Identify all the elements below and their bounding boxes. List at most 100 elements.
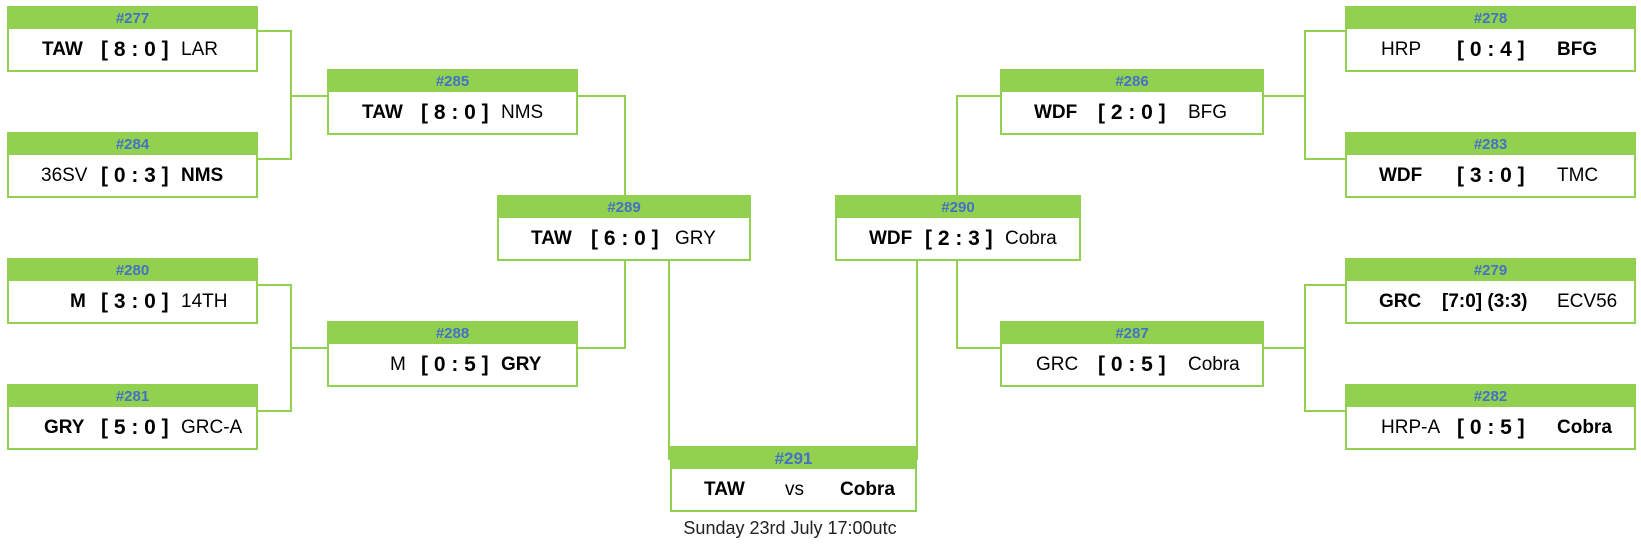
match-number: #290 (837, 197, 1079, 218)
match-score: [ 0 : 5 ] (1098, 352, 1166, 376)
match-score: [ 3 : 0 ] (101, 289, 169, 313)
team-loser: 36SV (41, 164, 88, 186)
connector-287-290 (956, 260, 1000, 349)
team-winner: WDF (1379, 164, 1423, 186)
connector-284-285 (257, 96, 292, 160)
match-281: #281 GRY [ 5 : 0 ] GRC-A (7, 384, 258, 450)
team-home: TAW (704, 478, 745, 500)
match-number: #286 (1002, 71, 1262, 92)
team-winner: GRC (1379, 290, 1422, 312)
connector-286-290 (956, 95, 1000, 197)
match-result: WDF [ 2 : 0 ] BFG (1002, 92, 1262, 133)
match-286: #286 WDF [ 2 : 0 ] BFG (1000, 69, 1264, 135)
match-result: HRP [ 0 : 4 ] BFG (1347, 29, 1634, 70)
match-number: #287 (1002, 323, 1262, 344)
match-288: #288 M [ 0 : 5 ] GRY (327, 321, 578, 387)
match-284: #284 36SV [ 0 : 3 ] NMS (7, 132, 258, 198)
connector-288-289 (577, 260, 626, 349)
match-score: [ 8 : 0 ] (421, 100, 489, 124)
match-score: [ 0 : 3 ] (101, 163, 169, 187)
connector-280-288 (257, 284, 327, 349)
team-winner: Cobra (1188, 353, 1240, 375)
match-result: GRC [ 0 : 5 ] Cobra (1002, 344, 1262, 385)
match-score: [ 0 : 4 ] (1457, 37, 1525, 61)
team-winner: NMS (181, 164, 224, 186)
match-number: #278 (1347, 8, 1634, 29)
match-score: [ 2 : 3 ] (925, 226, 993, 250)
match-number: #289 (499, 197, 749, 218)
team-loser: ECV56 (1557, 290, 1618, 312)
match-277: #277 TAW [ 8 : 0 ] LAR (7, 6, 258, 72)
match-number: #285 (329, 71, 576, 92)
match-score: [ 2 : 0 ] (1098, 100, 1166, 124)
match-result: M [ 0 : 5 ] GRY (329, 344, 576, 385)
team-loser: TMC (1557, 164, 1599, 186)
team-loser: GRC-A (181, 416, 243, 438)
team-winner: M (70, 290, 86, 312)
match-result: M [ 3 : 0 ] 14TH (9, 281, 256, 322)
match-number: #291 (672, 448, 915, 469)
match-fixture: TAW vs Cobra (672, 469, 915, 510)
match-number: #283 (1347, 134, 1634, 155)
connector-278-286 (1263, 30, 1346, 97)
team-loser: HRP-A (1381, 416, 1441, 438)
match-score: [7:0] (3:3) (1442, 290, 1528, 312)
team-loser: NMS (501, 101, 544, 123)
team-winner: GRY (501, 353, 542, 375)
team-winner: TAW (42, 38, 83, 60)
match-result: TAW [ 8 : 0 ] LAR (9, 29, 256, 70)
team-loser: LAR (181, 38, 218, 60)
team-loser: GRC (1036, 353, 1079, 375)
match-score: [ 5 : 0 ] (101, 415, 169, 439)
team-loser: GRY (675, 227, 716, 249)
team-winner: TAW (362, 101, 403, 123)
match-score: [ 3 : 0 ] (1457, 163, 1525, 187)
connector-282-287 (1304, 348, 1346, 412)
match-number: #280 (9, 260, 256, 281)
match-score: [ 0 : 5 ] (1457, 415, 1525, 439)
connector-277-285 (257, 30, 327, 97)
team-winner: Cobra (1005, 227, 1057, 249)
match-number: #277 (9, 8, 256, 29)
final-date: Sunday 23rd July 17:00utc (683, 518, 897, 538)
match-number: #284 (9, 134, 256, 155)
match-result: GRY [ 5 : 0 ] GRC-A (9, 407, 256, 448)
connector-283-286 (1304, 96, 1346, 160)
match-number: #282 (1347, 386, 1634, 407)
match-result: HRP-A [ 0 : 5 ] Cobra (1347, 407, 1634, 448)
team-winner: GRY (44, 416, 85, 438)
match-287: #287 GRC [ 0 : 5 ] Cobra (1000, 321, 1264, 387)
team-loser: M (390, 353, 406, 375)
match-number: #279 (1347, 260, 1634, 281)
match-result: TAW [ 8 : 0 ] NMS (329, 92, 576, 133)
match-282: #282 HRP-A [ 0 : 5 ] Cobra (1345, 384, 1636, 450)
match-result: GRC [7:0] (3:3) ECV56 (1347, 281, 1634, 322)
match-289: #289 TAW [ 6 : 0 ] GRY (497, 195, 751, 261)
team-winner: BFG (1557, 38, 1598, 60)
team-loser: WDF (869, 227, 913, 249)
team-loser: 14TH (181, 290, 228, 312)
match-290: #290 WDF [ 2 : 3 ] Cobra (835, 195, 1081, 261)
connector-281-288 (257, 348, 292, 412)
match-number: #281 (9, 386, 256, 407)
match-278: #278 HRP [ 0 : 4 ] BFG (1345, 6, 1636, 72)
versus-label: vs (785, 478, 804, 500)
match-score: [ 8 : 0 ] (101, 37, 169, 61)
match-result: TAW [ 6 : 0 ] GRY (499, 218, 749, 259)
team-winner: WDF (1034, 101, 1078, 123)
team-away: Cobra (840, 478, 895, 500)
match-285: #285 TAW [ 8 : 0 ] NMS (327, 69, 578, 135)
match-279: #279 GRC [7:0] (3:3) ECV56 (1345, 258, 1636, 324)
team-loser: BFG (1188, 101, 1228, 123)
match-result: WDF [ 2 : 3 ] Cobra (837, 218, 1079, 259)
match-result: 36SV [ 0 : 3 ] NMS (9, 155, 256, 196)
match-291-final: #291 TAW vs Cobra (670, 446, 917, 512)
team-winner: TAW (531, 227, 572, 249)
connector-279-287 (1263, 284, 1346, 349)
match-score: [ 0 : 5 ] (421, 352, 489, 376)
connector-285-289 (577, 95, 626, 197)
team-loser: HRP (1381, 38, 1422, 60)
match-number: #288 (329, 323, 576, 344)
